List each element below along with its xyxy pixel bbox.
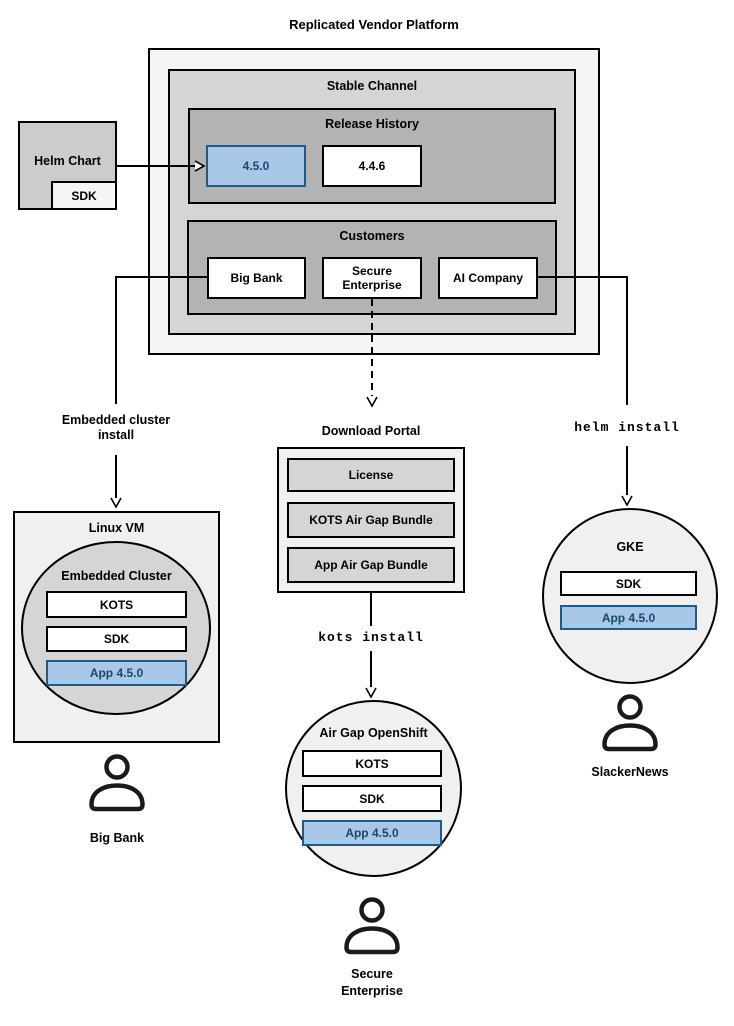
kots-install-label: kots install	[318, 630, 424, 645]
release-version-4-4-6[interactable]: 4.4.6	[322, 145, 422, 187]
stable-channel-box: Stable Channel Release History 4.5.0 4.4…	[168, 69, 576, 335]
release-history-box: Release History 4.5.0 4.4.6	[188, 108, 556, 204]
secure-enterprise-user-label: Secure Enterprise	[302, 966, 442, 1000]
embedded-install-label-line1: Embedded cluster	[61, 413, 171, 427]
slackernews-user-icon	[602, 694, 658, 752]
download-portal-kots-bundle-box[interactable]: KOTS Air Gap Bundle	[287, 502, 455, 538]
helm-chart-box: Helm Chart SDK	[18, 121, 117, 210]
customer-big-bank[interactable]: Big Bank	[207, 257, 306, 299]
big-bank-user-icon	[89, 754, 145, 812]
release-history-label: Release History	[325, 117, 419, 131]
helm-install-label: helm install	[574, 420, 680, 435]
linux-vm-app-box: App 4.5.0	[46, 660, 187, 686]
platform-box: Stable Channel Release History 4.5.0 4.4…	[148, 48, 600, 355]
embedded-install-label-line2: install	[97, 428, 135, 442]
linux-vm-box: Linux VM Embedded Cluster KOTS SDK App 4…	[13, 511, 220, 743]
airgap-openshift-sdk-box: SDK	[302, 785, 442, 812]
secure-enterprise-user-icon	[344, 897, 400, 955]
embedded-cluster-label: Embedded Cluster	[61, 569, 172, 583]
gke-app-box: App 4.5.0	[560, 605, 697, 630]
big-bank-user-label: Big Bank	[89, 831, 145, 845]
customer-ai-company[interactable]: AI Company	[438, 257, 538, 299]
embedded-install-label: Embedded cluster install	[36, 413, 196, 443]
download-portal-license-box[interactable]: License	[287, 458, 455, 492]
gke-label: GKE	[616, 540, 644, 554]
release-version-4-5-0[interactable]: 4.5.0	[206, 145, 306, 187]
download-portal-label: Download Portal	[321, 424, 421, 438]
slackernews-user-label: SlackerNews	[591, 765, 669, 779]
diagram-title: Replicated Vendor Platform	[289, 17, 459, 32]
stable-channel-label: Stable Channel	[326, 79, 418, 93]
linux-vm-label: Linux VM	[88, 521, 145, 535]
airgap-openshift-kots-box: KOTS	[302, 750, 442, 777]
gke-circle: GKE SDK App 4.5.0	[542, 508, 718, 684]
linux-vm-kots-box: KOTS	[46, 591, 187, 618]
secure-enterprise-user-label-line1: Secure	[351, 967, 393, 981]
airgap-openshift-circle: Air Gap OpenShift KOTS SDK App 4.5.0	[285, 700, 462, 877]
helm-chart-label: Helm Chart	[34, 154, 101, 168]
customer-secure-enterprise[interactable]: Secure Enterprise	[322, 257, 422, 299]
helm-chart-sdk-box: SDK	[51, 181, 117, 210]
airgap-openshift-label: Air Gap OpenShift	[319, 726, 428, 740]
customers-box: Customers Big Bank Secure Enterprise AI …	[187, 220, 557, 315]
secure-enterprise-user-label-line2: Enterprise	[341, 984, 403, 998]
linux-vm-sdk-box: SDK	[46, 626, 187, 652]
airgap-openshift-app-box: App 4.5.0	[302, 820, 442, 846]
gke-sdk-box: SDK	[560, 571, 697, 596]
download-portal-app-bundle-box[interactable]: App Air Gap Bundle	[287, 547, 455, 583]
download-portal-box: License KOTS Air Gap Bundle App Air Gap …	[277, 447, 465, 593]
customers-label: Customers	[339, 229, 405, 243]
